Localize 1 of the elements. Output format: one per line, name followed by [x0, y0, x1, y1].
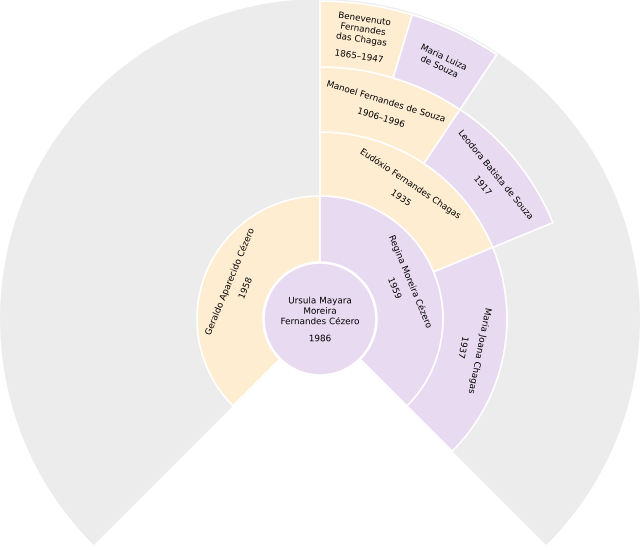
fan-segment: Benevenuto Fernandes das Chagas 1865–1947	[319, 0, 414, 79]
